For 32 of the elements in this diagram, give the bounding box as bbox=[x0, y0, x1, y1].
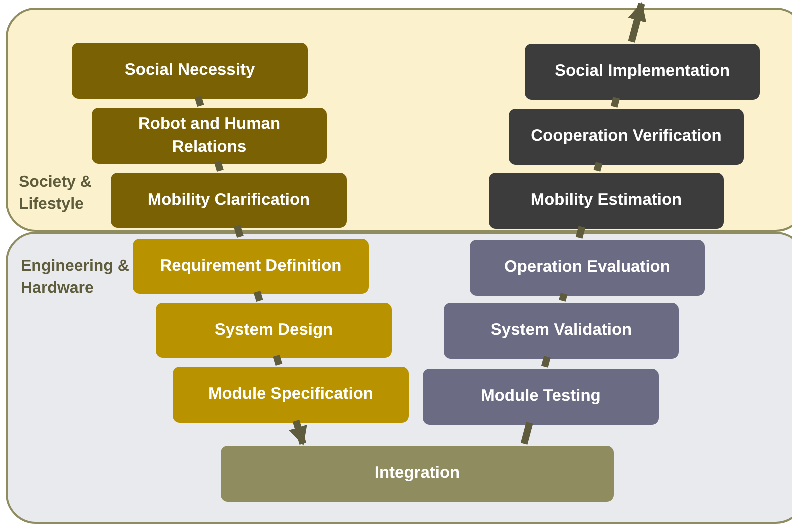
step-label: Mobility Estimation bbox=[530, 190, 682, 212]
step-label: Requirement Definition bbox=[160, 256, 342, 277]
step-label: Mobility Clarification bbox=[148, 190, 310, 211]
step-box bbox=[133, 239, 369, 294]
stage-band bbox=[6, 232, 792, 524]
step-label: System Design bbox=[214, 320, 334, 341]
step-box bbox=[72, 43, 308, 99]
step-box bbox=[509, 109, 744, 165]
step-label: Social Implementation bbox=[554, 61, 730, 82]
step-label: Cooperation Verification bbox=[531, 126, 722, 148]
step-box bbox=[444, 303, 679, 359]
step-label: Module Testing bbox=[481, 386, 601, 408]
step-label: Operation Evaluation bbox=[504, 257, 670, 278]
step-label: Social Necessity bbox=[124, 60, 256, 82]
stage-band bbox=[6, 8, 792, 232]
band-label: Society & Lifestyle bbox=[19, 173, 93, 215]
flow-arrow bbox=[289, 420, 308, 446]
step-label: System Validation bbox=[490, 320, 632, 342]
step-box bbox=[423, 369, 659, 425]
step-box bbox=[489, 173, 724, 229]
step-label: Robot and Human Relations bbox=[137, 114, 282, 158]
step-box bbox=[173, 367, 409, 423]
step-box bbox=[111, 173, 347, 228]
step-box bbox=[525, 44, 760, 100]
step-box bbox=[92, 108, 327, 164]
step-label: Integration bbox=[374, 463, 460, 484]
flow-arrow bbox=[628, 2, 647, 43]
step-box bbox=[221, 446, 614, 502]
band-label: Engineering & Hardware bbox=[21, 257, 130, 299]
step-box bbox=[156, 303, 392, 358]
step-label: Module Specification bbox=[208, 384, 374, 406]
step-box bbox=[470, 240, 705, 296]
